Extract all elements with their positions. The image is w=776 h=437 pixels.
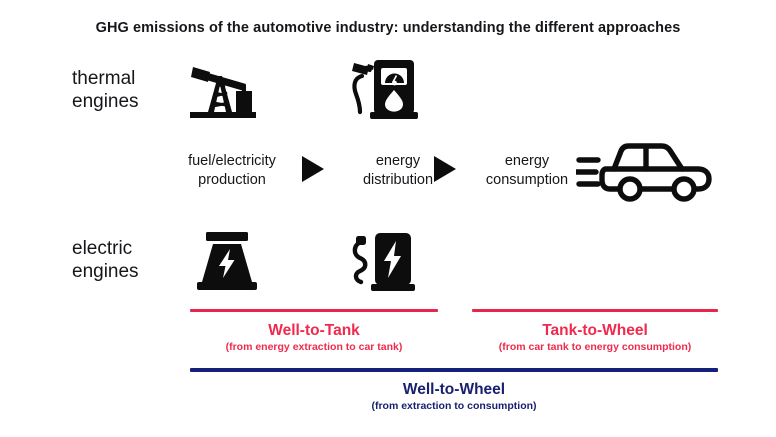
row-label-electric-line1: electric bbox=[72, 238, 133, 259]
row-label-thermal: thermal engines bbox=[72, 67, 202, 113]
row-label-thermal-line1: thermal bbox=[72, 68, 136, 89]
row-label-electric: electric engines bbox=[72, 237, 202, 283]
well-to-tank-title: Well-to-Tank bbox=[268, 322, 360, 339]
diagram-title: GHG emissions of the automotive industry… bbox=[95, 20, 681, 36]
power-plant-icon bbox=[192, 230, 262, 292]
chain-step-distribution-line1: energy bbox=[375, 153, 421, 169]
row-label-electric-line2: engines bbox=[72, 261, 139, 283]
tank-to-wheel-rule bbox=[472, 309, 718, 312]
chain-step-production: fuel/electricity production bbox=[166, 152, 298, 189]
well-to-wheel-title: Well-to-Wheel bbox=[402, 381, 506, 398]
row-label-thermal-line2: engines bbox=[72, 91, 139, 113]
tank-to-wheel-subtitle: (from car tank to energy consumption) bbox=[498, 341, 692, 353]
arrow-right-icon-1 bbox=[302, 156, 324, 182]
well-to-tank-rule bbox=[190, 309, 438, 312]
ev-charging-station-icon bbox=[349, 230, 417, 292]
chain-step-distribution: energy distribution bbox=[336, 152, 460, 189]
chain-step-consumption: energy consumption bbox=[466, 152, 588, 189]
well-to-wheel-rule bbox=[190, 368, 718, 372]
well-to-wheel-subtitle: (from extraction to consumption) bbox=[371, 400, 537, 412]
chain-step-distribution-line2: distribution bbox=[362, 171, 434, 188]
fuel-pump-icon bbox=[348, 56, 418, 120]
chain-step-consumption-line1: energy bbox=[504, 153, 550, 169]
well-to-tank-subtitle: (from energy extraction to car tank) bbox=[225, 341, 403, 353]
tank-to-wheel-title: Tank-to-Wheel bbox=[542, 322, 648, 339]
arrow-right-icon-2 bbox=[434, 156, 456, 182]
car-icon bbox=[573, 137, 720, 203]
chain-step-production-line2: production bbox=[198, 171, 266, 188]
chain-step-consumption-line2: consumption bbox=[485, 171, 569, 188]
chain-step-production-line1: fuel/electricity bbox=[188, 153, 276, 169]
oil-pumpjack-icon bbox=[188, 58, 264, 120]
